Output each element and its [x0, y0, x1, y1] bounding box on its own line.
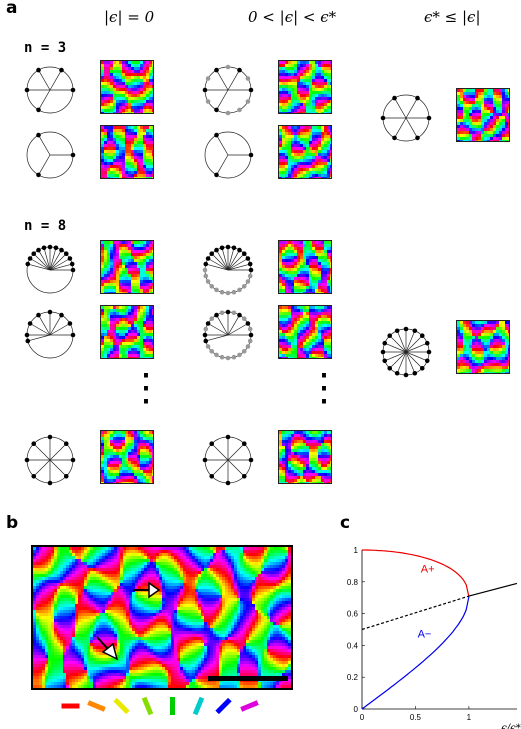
panel-b-letter: b — [6, 513, 19, 533]
x-axis-label: ϵ/ϵ* — [501, 723, 521, 729]
arrow-icon — [133, 581, 161, 599]
wavevector-circle — [26, 131, 76, 179]
column-header-middle: 0 < |ϵ| < ϵ* — [248, 8, 337, 26]
wavevector-circle — [24, 434, 76, 486]
orientation-map-middle — [278, 60, 332, 114]
legend-orientation-bar — [215, 697, 232, 715]
x-tick-label: 1 — [467, 713, 472, 722]
annotation-a-plus: A+ — [421, 563, 435, 575]
orientation-map-middle — [278, 305, 332, 359]
wavevector-circle — [202, 64, 254, 116]
orientation-map-middle — [278, 125, 332, 179]
wavevector-circle — [204, 131, 254, 179]
series-line-a-minus — [361, 596, 470, 710]
legend-orientation-bar — [61, 703, 80, 709]
ellipsis-left: ⋮ — [127, 365, 165, 409]
wavevector-circle — [24, 66, 76, 114]
legend-orientation-bar — [86, 700, 106, 712]
orientation-map-zero — [100, 240, 154, 294]
wavevector-circle — [380, 94, 432, 142]
orientation-preference-map — [31, 545, 293, 690]
annotation-a-minus: A− — [418, 628, 432, 640]
y-tick-label: 0.6 — [347, 610, 359, 619]
legend-orientation-bar — [192, 696, 204, 716]
group-label-n8: n = 8 — [24, 218, 67, 234]
wavevector-circle — [202, 244, 254, 296]
y-tick-label: 1 — [354, 546, 359, 555]
panel-a-letter: a — [6, 0, 18, 18]
wavevector-circle — [202, 309, 254, 361]
y-tick-label: 0.2 — [347, 673, 359, 682]
group-label-n3: n = 3 — [24, 40, 67, 56]
legend-orientation-bar — [113, 697, 130, 715]
wavevector-circle — [202, 434, 254, 486]
y-tick-label: 0.4 — [347, 641, 359, 650]
orientation-map-large-n8 — [456, 320, 510, 374]
column-header-zero: |ϵ| = 0 — [104, 8, 155, 26]
scale-bar — [208, 676, 288, 681]
panel-c-letter: c — [340, 513, 351, 533]
y-tick-label: 0.8 — [347, 578, 359, 587]
legend-orientation-bar — [170, 697, 175, 715]
orientation-map-large-n3 — [456, 88, 510, 142]
orientation-map-zero — [100, 305, 154, 359]
orientation-map-zero — [100, 60, 154, 114]
wavevector-circle — [380, 326, 432, 378]
wavevector-circle — [24, 309, 76, 359]
orientation-map-zero — [100, 125, 154, 179]
legend-orientation-bar — [141, 696, 153, 716]
column-header-large: ϵ* ≤ |ϵ| — [424, 8, 481, 26]
orientation-map-zero — [100, 430, 154, 484]
series-line — [468, 582, 518, 597]
series-line — [361, 595, 470, 631]
x-tick-label: 0 — [360, 713, 365, 722]
wavevector-circle — [25, 244, 76, 294]
y-tick-label: 0 — [354, 705, 359, 714]
orientation-map-middle — [278, 240, 332, 294]
ellipsis-middle: ⋮ — [305, 365, 343, 409]
arrow-icon — [96, 636, 119, 661]
x-tick-label: 0.5 — [410, 713, 422, 722]
legend-orientation-bar — [239, 700, 259, 712]
series-line-a-plus — [362, 549, 470, 597]
orientation-map-middle — [278, 430, 332, 484]
